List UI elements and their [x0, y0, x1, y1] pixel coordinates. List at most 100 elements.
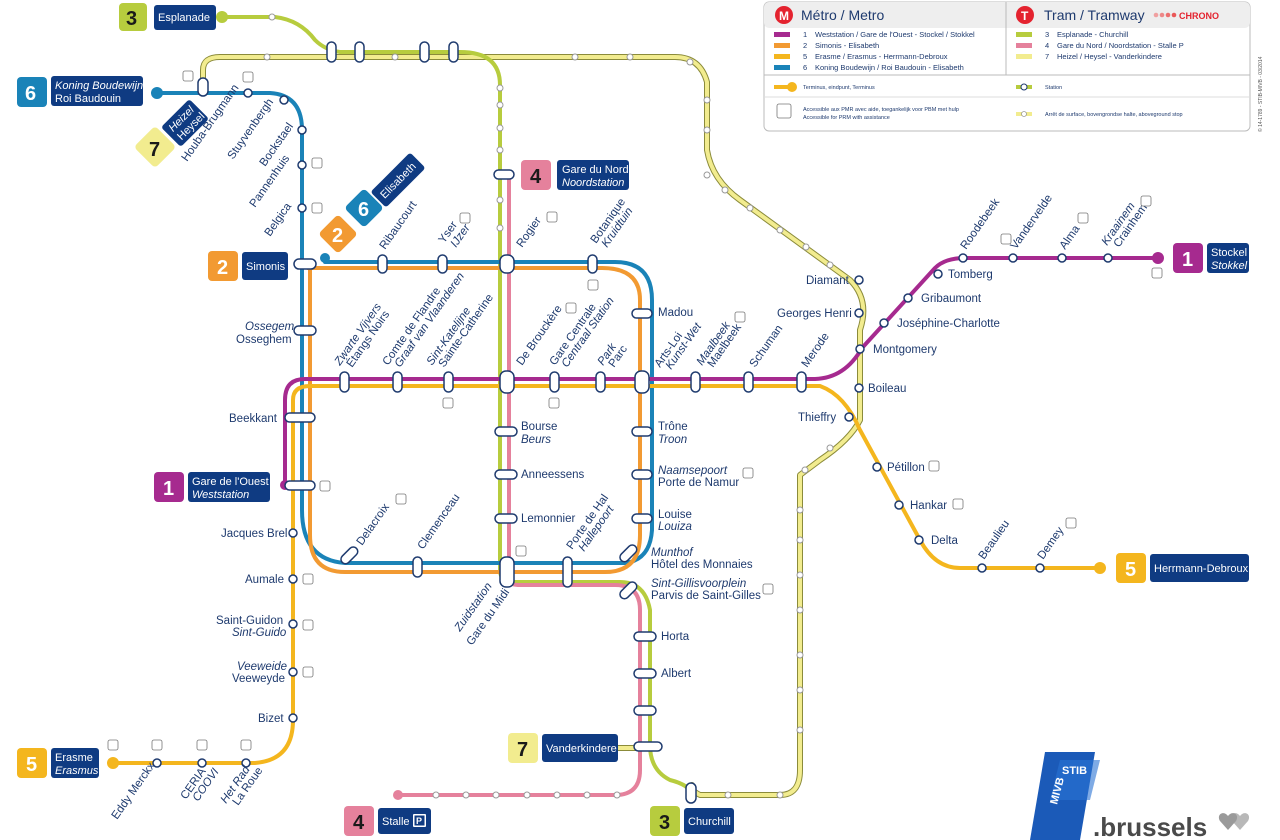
wheelchair-icon [196, 739, 208, 751]
label-ossegem: Ossegem [245, 321, 295, 333]
tram-stop-dots [263, 13, 834, 799]
label-horta: Horta [661, 631, 690, 643]
label-parvis: Parvis de Saint-Gilles [651, 590, 761, 602]
label-gillisvoorplein: Sint-Gillisvoorplein [651, 578, 746, 590]
svg-text:3: 3 [126, 8, 137, 30]
wheelchair-icon [952, 498, 964, 510]
wheelchair-icon [565, 302, 577, 314]
label-trone: Trône [658, 421, 688, 433]
label-clemenceau: Clemenceau [416, 492, 463, 552]
terminus-gare-de-louest[interactable]: 1 Gare de l'Ouest Weststation [154, 472, 270, 502]
svg-text:Erasme / Erasmus - Herrmann-De: Erasme / Erasmus - Herrmann-Debroux [815, 52, 948, 61]
interchange-capsules [197, 41, 807, 804]
terminus-churchill[interactable]: 3 Churchill [650, 806, 734, 836]
terminus-stalle[interactable]: 4 Stalle P [344, 806, 431, 836]
svg-text:Herrmann-Debroux: Herrmann-Debroux [1154, 563, 1249, 575]
label-petillon: Pétillon [887, 462, 925, 474]
metro-line-2 [306, 266, 642, 574]
terminus-vanderkindere[interactable]: 7 Vanderkindere [508, 733, 618, 763]
terminus-koning-boudewijn[interactable]: 6 Koning Boudewijn Roi Baudouin [17, 76, 143, 107]
terminus-elisabeth[interactable]: 2 6 Elisabeth [318, 152, 425, 253]
svg-text:Vanderkindere: Vanderkindere [546, 743, 617, 755]
wheelchair-icon [1000, 233, 1012, 245]
terminus-esplanade[interactable]: 3 Esplanade [119, 3, 216, 31]
label-bourse: Bourse [521, 421, 557, 433]
svg-text:5: 5 [803, 52, 807, 61]
svg-text:Erasme: Erasme [55, 752, 93, 764]
wheelchair-icon [734, 311, 746, 323]
label-monnaies: Hôtel des Monnaies [651, 559, 753, 571]
label-eddymerckx: Eddy Merckx [110, 760, 158, 822]
svg-text:Heizel / Heysel - Vanderkinder: Heizel / Heysel - Vanderkindere [1057, 52, 1162, 61]
terminus-stockel[interactable]: 1 Stockel Stokkel [1173, 243, 1249, 273]
label-vandervelde: Vandervelde [1009, 193, 1055, 252]
label-bizet: Bizet [258, 713, 284, 725]
label-veeweyde: Veeweyde [232, 673, 285, 685]
svg-text:Station: Station [1045, 85, 1062, 91]
svg-text:Noordstation: Noordstation [562, 177, 624, 189]
svg-text:6: 6 [25, 83, 36, 105]
label-louise: Louise [658, 509, 692, 521]
wheelchair-icon [442, 397, 454, 409]
label-josephine: Joséphine-Charlotte [897, 318, 1000, 330]
accessibility-icons [107, 70, 1163, 751]
svg-text:4: 4 [1045, 41, 1049, 50]
svg-text:Accessible for PRM with assist: Accessible for PRM with assistance [803, 115, 890, 121]
label-saintguidon: Saint-Guidon [216, 615, 283, 627]
svg-text:7: 7 [1045, 52, 1049, 61]
wheelchair-icon [395, 493, 407, 505]
svg-text:1: 1 [163, 478, 174, 500]
svg-text:4: 4 [353, 812, 365, 834]
label-merode: Merode [800, 331, 832, 370]
svg-text:Roi Baudouin: Roi Baudouin [55, 93, 121, 105]
label-beurs: Beurs [521, 434, 551, 446]
wheelchair-icon [311, 202, 323, 214]
terminus-gare-du-nord[interactable]: 4 Gare du Nord Noordstation [521, 160, 629, 190]
label-ribaucourt: Ribaucourt [378, 199, 420, 252]
svg-text:Accessible aux PMR avec aide,: Accessible aux PMR avec aide, toegankeli… [803, 107, 959, 113]
wheelchair-icon [546, 211, 558, 223]
label-munthof: Munthof [651, 547, 694, 559]
svg-text:7: 7 [149, 139, 160, 161]
label-boileau: Boileau [868, 383, 906, 395]
svg-text:5: 5 [26, 754, 37, 776]
wheelchair-icon [1065, 517, 1077, 529]
terminus-erasme[interactable]: 5 Erasme Erasmus [17, 748, 99, 778]
legend-chrono: CHRONO [1179, 11, 1219, 21]
label-louiza: Louiza [658, 521, 692, 533]
svg-text:5: 5 [1125, 559, 1136, 581]
svg-text:Weststation / Gare de l'Ouest: Weststation / Gare de l'Ouest - Stockel … [815, 30, 975, 39]
svg-text:1: 1 [803, 30, 807, 39]
metro-line-1 [283, 256, 1160, 487]
wheelchair-icon [302, 573, 314, 585]
svg-text:3: 3 [659, 812, 670, 834]
wheelchair-icon [587, 279, 599, 291]
svg-text:Gare de l'Ouest: Gare de l'Ouest [192, 476, 269, 488]
wheelchair-icon [1140, 195, 1152, 207]
label-lemonnier: Lemonnier [521, 513, 576, 525]
svg-text:3: 3 [1045, 30, 1049, 39]
label-naamsepoort: Naamsepoort [658, 465, 728, 477]
terminus-simonis[interactable]: 2 Simonis [208, 251, 288, 281]
label-belgica: Belgica [263, 200, 295, 238]
metro-line-5 [111, 384, 1102, 765]
metro-logo-icon [775, 6, 793, 24]
svg-text:Esplanade: Esplanade [158, 12, 210, 24]
tram-logo-icon [1016, 6, 1034, 24]
wheelchair-icon [151, 739, 163, 751]
credit-text: © 14-1789 - STIB-MIVB - 03/2014 [1257, 56, 1264, 132]
svg-text:Stockel: Stockel [1211, 247, 1247, 259]
station-dots [152, 88, 1113, 768]
label-roodebeek: Roodebeek [959, 196, 1003, 251]
svg-text:Stalle: Stalle [382, 816, 410, 828]
label-gribaumont: Gribaumont [921, 293, 982, 305]
label-albert: Albert [661, 668, 692, 680]
svg-text:Simonis - Elisabeth: Simonis - Elisabeth [815, 41, 879, 50]
label-montgomery: Montgomery [873, 344, 937, 356]
terminus-herrmann-debroux[interactable]: 5 Herrmann-Debroux [1116, 553, 1249, 583]
label-osseghem: Osseghem [236, 334, 292, 346]
svg-text:Gare du Nord / Noordstation -: Gare du Nord / Noordstation - Stalle P [1057, 41, 1184, 50]
svg-text:1: 1 [1182, 249, 1193, 271]
label-beekkant: Beekkant [229, 413, 278, 425]
